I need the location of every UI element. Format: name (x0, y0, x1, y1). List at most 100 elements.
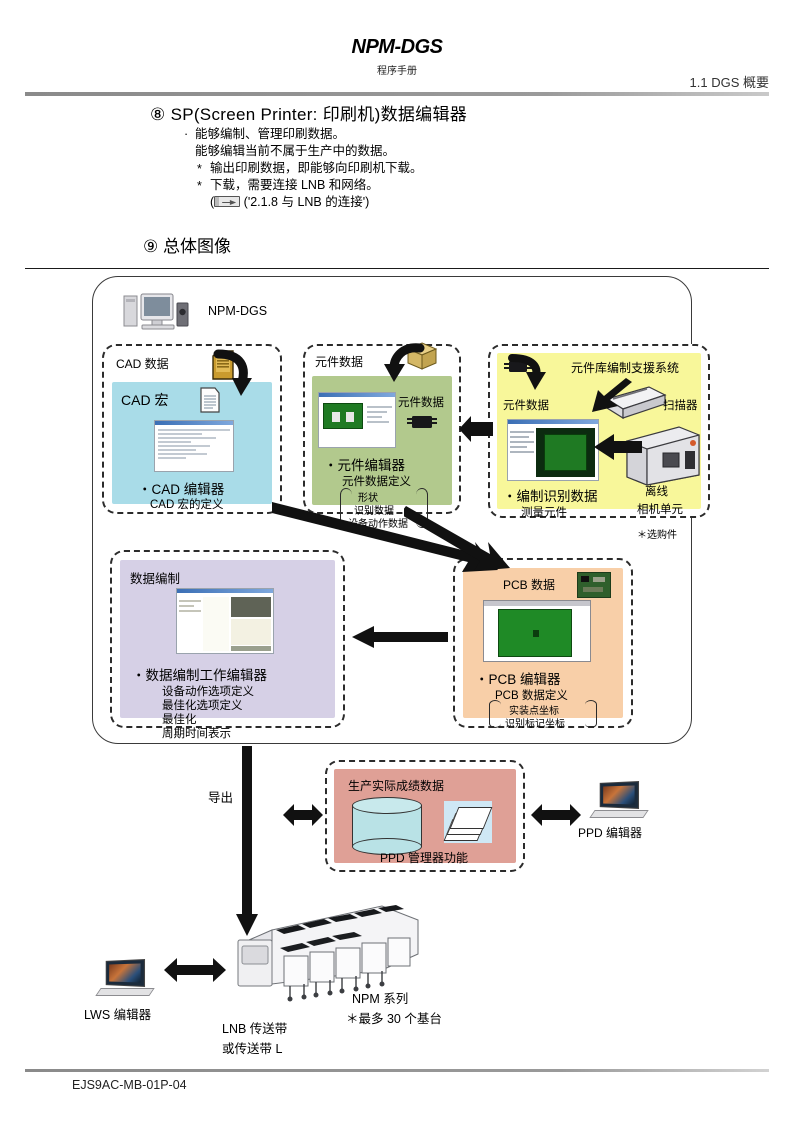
npm-series-note: ＊最多 30 个基台 (346, 1012, 442, 1026)
npm-dgs-root-label: NPM-DGS (208, 304, 268, 318)
pcb-editor-sublabel: PCB 数据定义 (495, 690, 568, 702)
pcb-bracket-left (489, 700, 501, 728)
parts-bracket-item-3: 设备动作数据 (348, 519, 408, 530)
data-editing-title: 数据编制 (130, 572, 181, 586)
cad-data-box: CAD 数据 CAD 宏 ・CAD 编辑器 C (102, 344, 282, 514)
parts-editor-sublabel: 元件数据定义 (342, 476, 411, 488)
section8-heading: ⑧ SP(Screen Printer: 印刷机)数据编辑器 (150, 105, 468, 124)
pcb-bracket-item-2: 识别标记坐标 (505, 719, 565, 730)
cad-macro-panel: CAD 宏 ・CAD 编辑器 CAD 宏的定义 (112, 382, 272, 511)
parts-bracket-item-1: 形状 (358, 493, 378, 504)
optional-parts-note: ＊选购件 (637, 530, 677, 541)
ppd-editor-laptop-icon (589, 781, 649, 818)
section8-line-3: 输出印刷数据，即能够向印刷机下载。 (182, 160, 423, 178)
parts-editor-screenshot (318, 392, 396, 448)
ppd-function-label: PPD 管理器功能 (380, 851, 469, 865)
library-panel: 元件库编制支援系统 元件数据 扫描器 (497, 353, 701, 519)
data-editing-item-3: 最佳化 (162, 714, 197, 726)
overview-diagram: NPM-DGS CAD 数据 CAD 宏 (0, 276, 794, 1056)
data-editing-item-2: 最佳化选项定义 (162, 700, 243, 712)
data-editing-panel: 数据编制 ・数据编制工作编辑器 设备动作选项定义 最佳化选项定义 最 (120, 560, 335, 740)
section8-list: 能够编制、管理印刷数据。 能够编辑当前不属于生产中的数据。 输出印刷数据，即能够… (182, 126, 423, 211)
arrow-cad-to-pcb (272, 502, 498, 572)
export-label: 导出 (208, 791, 234, 805)
camera-unit-line2: 相机单元 (637, 504, 683, 516)
data-editing-item-4: 周期时间表示 (162, 728, 231, 740)
library-editor-sublabel: 测量元件 (521, 507, 567, 519)
parts-data-box: 元件数据 (303, 342, 461, 530)
page-subtitle: 程序手册 (377, 66, 417, 77)
library-parts-data-label: 元件数据 (503, 400, 549, 412)
pcb-data-title: PCB 数据 (503, 578, 556, 592)
ppd-title: 生产实际成绩数据 (348, 779, 445, 793)
cad-editor-label: ・CAD 编辑器 (138, 482, 225, 497)
section8-line-2: 能够编辑当前不属于生产中的数据。 (195, 144, 396, 158)
arrow-parts-to-pcb (404, 506, 510, 571)
arrow-cad-input (213, 349, 252, 396)
pointing-hand-icon (214, 196, 241, 207)
pcb-editor-label: ・PCB 编辑器 (475, 672, 561, 687)
arrow-pcb-to-data-editing (352, 626, 448, 648)
parts-library-support-box: 元件库编制支援系统 元件数据 扫描器 (488, 344, 710, 519)
arrow-ppd-left-double (283, 804, 323, 826)
header-divider (25, 92, 769, 96)
ppd-data-box: 生产实际成绩数据 PPD 管理器功能 (325, 760, 525, 872)
parts-bracket-right (416, 488, 428, 528)
arrow-camera-to-editor (594, 434, 642, 460)
lws-editor-laptop-icon (95, 959, 155, 996)
parts-editor-label: ・元件编辑器 (324, 458, 405, 473)
section9-heading: ⑨ 总体图像 (143, 237, 231, 256)
arrow-parts-input (384, 343, 425, 382)
library-title: 元件库编制支援系统 (571, 361, 680, 375)
document-icon (200, 387, 220, 413)
database-cylinder-icon (352, 797, 422, 855)
pcb-editor-view (483, 600, 591, 662)
header-section-ref: 1.1 DGS 概要 (689, 75, 769, 90)
footer-divider (25, 1069, 769, 1072)
ic-chip-icon (407, 416, 437, 428)
data-editing-box: 数据编制 ・数据编制工作编辑器 设备动作选项定义 最佳化选项定义 最 (110, 550, 345, 740)
ppd-editor-label: PPD 编辑器 (578, 826, 643, 840)
arrow-export-down (236, 746, 258, 936)
cad-editor-screenshot (154, 420, 234, 472)
section8-line-5-text: ('2.1.8 与 LNB 的连接') (243, 195, 370, 209)
arrow-scanner-to-editor (592, 378, 632, 412)
library-editor-label: ・编制识别数据 (503, 489, 598, 504)
data-editing-screenshot (176, 588, 274, 654)
data-editing-item-1: 设备动作选项定义 (162, 686, 254, 698)
parts-data-inner-label: 元件数据 (398, 397, 444, 409)
pcb-bracket-item-1: 实装点坐标 (509, 706, 559, 717)
lnb-conveyor-line1: LNB 传送带 (222, 1022, 288, 1036)
library-measure-screenshot (507, 419, 599, 481)
parts-editor-panel: 元件数据 ・元件编辑器 元件数据定义 形状 识别数据 设备动作数据 (312, 376, 452, 530)
scanner-label: 扫描器 (663, 400, 698, 412)
npm-series-label: NPM 系列 (352, 992, 409, 1006)
section8-line-1: 能够编制、管理印刷数据。 (182, 126, 423, 143)
pcb-photo-thumbnail (577, 572, 611, 598)
offline-camera-unit-icon (626, 426, 700, 486)
data-editing-editor-label: ・数据编制工作编辑器 (132, 668, 267, 683)
pcb-bracket-right (585, 700, 597, 728)
parts-bracket-item-2: 识别数据 (354, 506, 394, 517)
section9-divider (25, 268, 769, 269)
pcb-panel: PCB 数据 ・PCB 编辑器 PCB 数据定义 (463, 568, 623, 730)
arrow-library-input (508, 354, 546, 390)
arrow-library-to-parts (459, 416, 493, 442)
footer-document-code: EJS9AC-MB-01P-04 (72, 1078, 187, 1092)
arrow-lws-machine-double (164, 958, 226, 982)
camera-unit-line1: 离线 (645, 486, 668, 498)
arrow-ppd-right-double (531, 804, 581, 826)
lws-editor-label: LWS 编辑器 (84, 1008, 152, 1022)
parts-data-title: 元件数据 (315, 355, 364, 369)
page-title: NPM-DGS (351, 36, 443, 58)
section8-line-5: ( ('2.1.8 与 LNB 的连接') (210, 195, 370, 209)
documents-stack-icon (443, 801, 493, 843)
cad-editor-sublabel: CAD 宏的定义 (150, 499, 224, 511)
cad-data-title: CAD 数据 (116, 357, 169, 371)
pcb-data-box: PCB 数据 ・PCB 编辑器 PCB 数据定义 (453, 558, 633, 730)
cad-macro-title: CAD 宏 (121, 392, 169, 408)
lnb-conveyor-line2: 或传送带 L (222, 1042, 283, 1056)
npm-machine-line-icon (237, 905, 419, 1002)
ppd-panel: 生产实际成绩数据 PPD 管理器功能 (334, 769, 516, 865)
